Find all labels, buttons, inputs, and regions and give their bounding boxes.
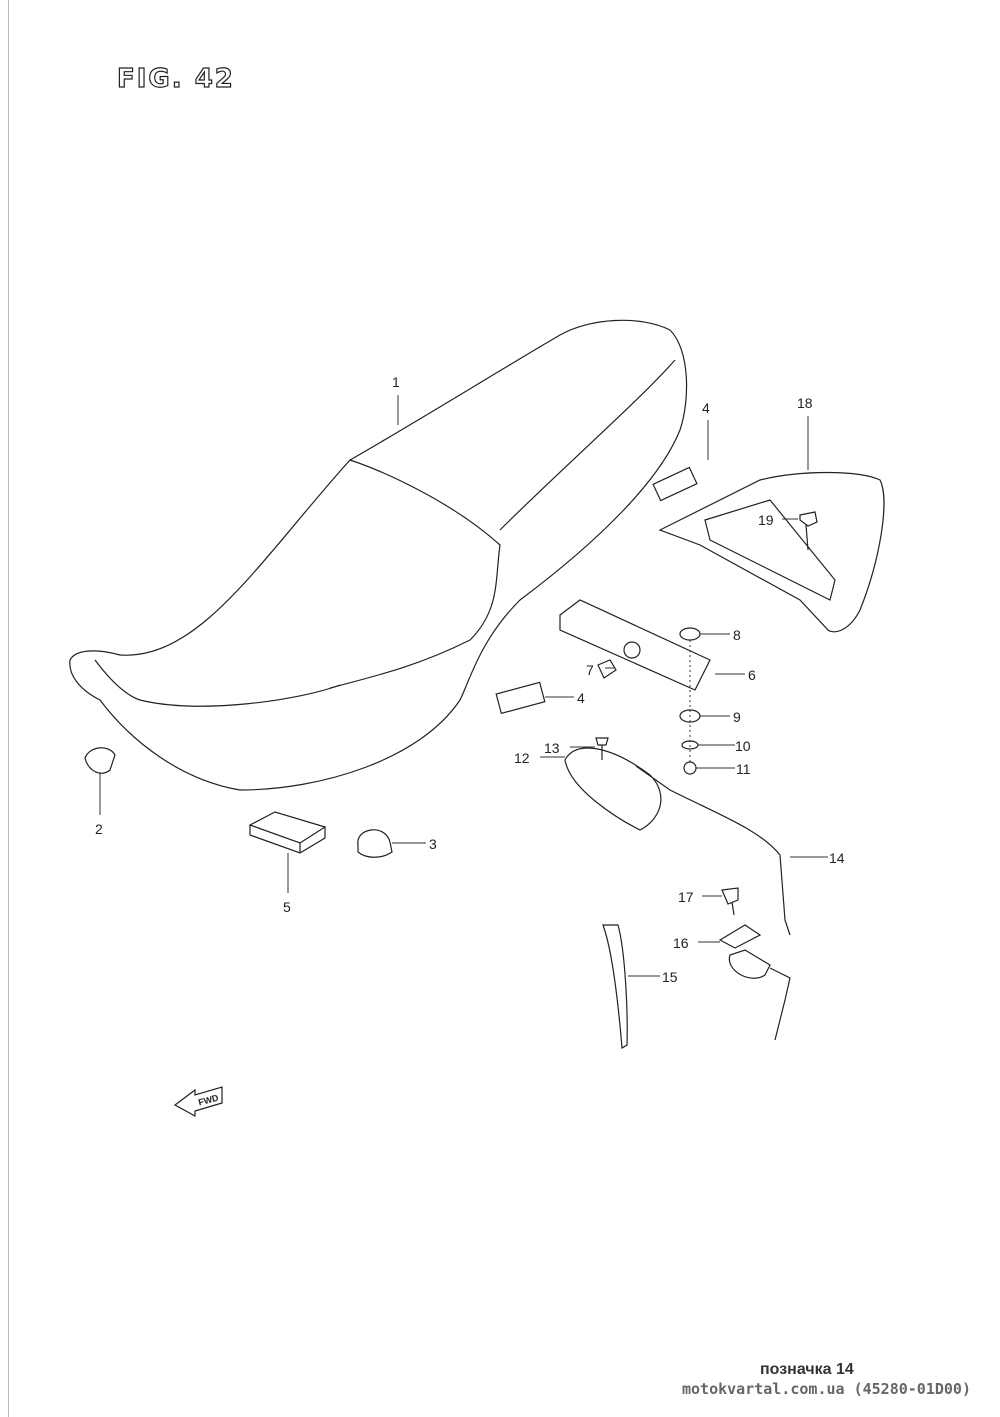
callout-9: 9 [733,709,741,725]
part-helmet-strap [602,924,628,1050]
callout-3: 3 [429,836,437,852]
callout-13: 13 [544,740,560,756]
part-rubber-cushion-upper [652,466,698,502]
callout-12: 12 [514,750,530,766]
callout-17: 17 [678,889,694,905]
part-washer-8 [679,627,701,641]
part-block [248,811,327,854]
part-seat-lock-cable [635,765,791,936]
part-screw-13 [595,737,609,760]
callout-18: 18 [797,395,813,411]
part-seat-bracket [559,599,711,691]
callout-5: 5 [283,899,291,915]
part-rubber-cushion [495,681,546,715]
callout-11: 11 [736,761,751,777]
callout-6: 6 [748,667,756,683]
part-screw-17 [721,887,739,916]
part-seat [69,319,688,791]
callout-14: 14 [829,850,845,866]
callout-1: 1 [392,374,400,390]
callout-7: 7 [586,662,594,678]
callout-2: 2 [95,821,103,837]
page-margin-line [8,0,9,1417]
part-cushion [357,829,393,858]
fwd-arrow: FWD [173,1086,223,1118]
part-seat-lock [718,924,791,1041]
part-bolt-19 [799,511,818,551]
callout-4-upper: 4 [702,400,710,416]
callout-4-lower: 4 [577,690,585,706]
callout-15: 15 [662,969,678,985]
figure-title: FIG. 42 [116,63,235,94]
callout-10: 10 [735,738,751,754]
part-nut-7 [597,659,617,679]
part-tail-cover [658,471,885,633]
footer-label: позначка 14 [760,1361,854,1378]
callout-8: 8 [733,627,741,643]
callout-19: 19 [758,512,774,528]
footer-source: motokvartal.com.ua (45280-01D00) [682,1380,971,1398]
part-clip [84,747,116,774]
part-lock-base [564,747,662,831]
part-nut-11 [683,761,697,775]
callout-16: 16 [673,935,689,951]
